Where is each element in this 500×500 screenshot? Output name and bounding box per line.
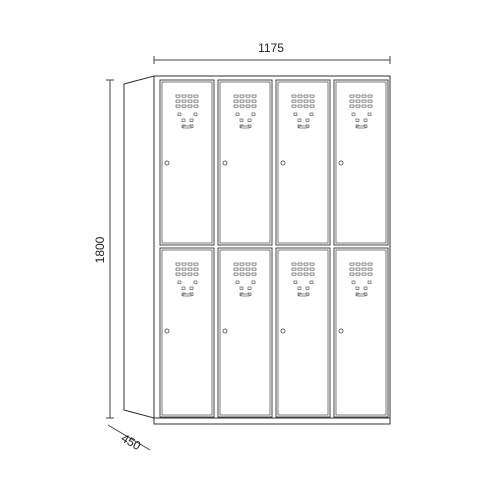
depth-dimension: 450: [107, 424, 151, 453]
locker-door[interactable]: [333, 247, 389, 418]
locker-door[interactable]: [217, 79, 273, 246]
locker-doors: [159, 79, 389, 418]
vent-slots: [233, 262, 257, 297]
vent-slots: [291, 94, 315, 129]
height-label: 1800: [93, 236, 107, 263]
lock-icon[interactable]: [338, 160, 344, 166]
vent-slots: [175, 262, 199, 297]
width-dimension: 1175: [153, 41, 391, 64]
cabinet-base: [153, 417, 391, 425]
locker-door[interactable]: [275, 247, 331, 418]
depth-label: 450: [119, 431, 144, 453]
vent-slots: [349, 262, 373, 297]
vent-slots: [233, 94, 257, 129]
locker-door[interactable]: [159, 79, 215, 246]
locker-door[interactable]: [217, 247, 273, 418]
lock-icon[interactable]: [222, 328, 228, 334]
height-dimension: 1800: [93, 79, 114, 419]
lock-icon[interactable]: [164, 160, 170, 166]
locker-door[interactable]: [159, 247, 215, 418]
locker-door[interactable]: [333, 79, 389, 246]
vent-slots: [175, 94, 199, 129]
lock-icon[interactable]: [280, 328, 286, 334]
lock-icon[interactable]: [164, 328, 170, 334]
vent-slots: [349, 94, 373, 129]
lock-icon[interactable]: [280, 160, 286, 166]
width-label: 1175: [258, 41, 284, 55]
vent-slots: [291, 262, 315, 297]
lock-icon[interactable]: [222, 160, 228, 166]
locker-door[interactable]: [275, 79, 331, 246]
cabinet-side-panel: [123, 75, 155, 419]
lock-icon[interactable]: [338, 328, 344, 334]
